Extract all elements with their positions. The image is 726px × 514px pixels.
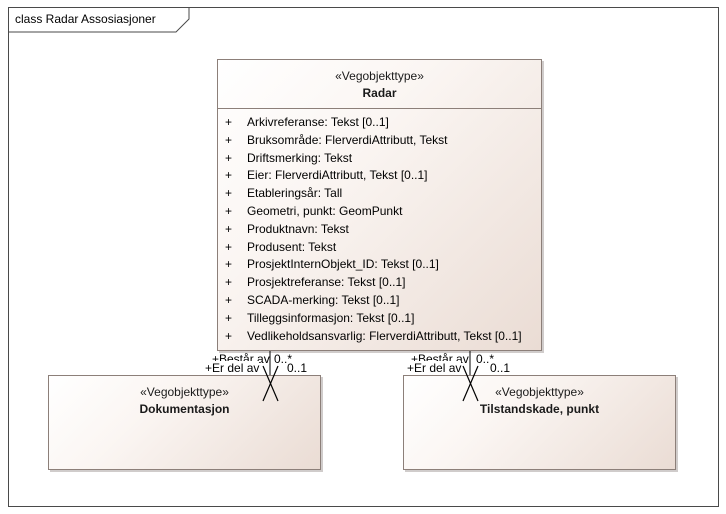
attribute-visibility: + bbox=[225, 292, 233, 307]
attribute-text: Produktnavn: Tekst bbox=[247, 221, 349, 236]
attribute-text: Prosjektreferanse: Tekst [0..1] bbox=[247, 275, 406, 290]
attribute-visibility: + bbox=[225, 150, 233, 165]
class-attribute[interactable]: + Driftsmerking: Tekst bbox=[218, 151, 541, 169]
attribute-visibility: + bbox=[225, 203, 233, 218]
attribute-visibility: + bbox=[225, 115, 233, 129]
attribute-text: Eier: FlerverdiAttributt, Tekst [0..1] bbox=[247, 168, 428, 183]
association-1-target-multiplicity: 0..1 bbox=[287, 361, 308, 375]
class-radar[interactable]: «Vegobjekttype» Radar + Arkivreferanse: T… bbox=[217, 59, 542, 351]
attribute-visibility: + bbox=[225, 275, 233, 290]
class-attribute[interactable]: + Tilleggsinformasjon: Tekst [0..1] bbox=[218, 311, 541, 329]
class-attribute[interactable]: + Etableringsår: Tall bbox=[218, 186, 541, 204]
attribute-visibility: + bbox=[225, 239, 233, 254]
association-2-target-multiplicity: 0..1 bbox=[490, 361, 511, 375]
class-attribute[interactable]: + Geometri, punkt: GeomPunkt bbox=[218, 204, 541, 222]
class-radar-stereotype: «Vegobjekttype» bbox=[335, 69, 424, 83]
class-dokumentasjon-stereotype: «Vegobjekttype» bbox=[140, 385, 229, 399]
attribute-visibility: + bbox=[225, 310, 233, 325]
attribute-text: Vedlikeholdsansvarlig: FlerverdiAttribut… bbox=[247, 328, 522, 343]
attribute-text: Arkivreferanse: Tekst [0..1] bbox=[247, 115, 389, 129]
class-attribute[interactable]: + Arkivreferanse: Tekst [0..1] bbox=[218, 115, 541, 133]
class-radar-header: «Vegobjekttype» Radar bbox=[218, 60, 541, 109]
class-radar-name: Radar bbox=[362, 86, 397, 100]
attribute-text: ProsjektInternObjekt_ID: Tekst [0..1] bbox=[247, 257, 439, 272]
attribute-text: Bruksområde: FlerverdiAttributt, Tekst bbox=[247, 132, 448, 147]
class-attribute[interactable]: + SCADA-merking: Tekst [0..1] bbox=[218, 293, 541, 311]
class-dokumentasjon[interactable]: «Vegobjekttype» Dokumentasjon bbox=[48, 375, 321, 470]
class-attribute[interactable]: + Produktnavn: Tekst bbox=[218, 222, 541, 240]
attribute-visibility: + bbox=[225, 257, 233, 272]
class-tilstandskade-stereotype: «Vegobjekttype» bbox=[495, 385, 584, 399]
attribute-text: Driftsmerking: Tekst bbox=[247, 150, 353, 165]
attribute-text: Tilleggsinformasjon: Tekst [0..1] bbox=[247, 310, 415, 325]
class-tilstandskade-name: Tilstandskade, punkt bbox=[479, 402, 600, 416]
class-attribute[interactable]: + ProsjektInternObjekt_ID: Tekst [0..1] bbox=[218, 257, 541, 275]
attribute-text: Produsent: Tekst bbox=[247, 239, 337, 254]
attribute-visibility: + bbox=[225, 186, 233, 201]
association-1-target-role: +Er del av bbox=[205, 361, 260, 375]
attribute-visibility: + bbox=[225, 328, 233, 343]
class-dokumentasjon-name: Dokumentasjon bbox=[139, 402, 230, 416]
attribute-text: SCADA-merking: Tekst [0..1] bbox=[247, 292, 400, 307]
class-attribute[interactable]: + Eier: FlerverdiAttributt, Tekst [0..1] bbox=[218, 168, 541, 186]
diagram-frame bbox=[8, 7, 719, 507]
attribute-visibility: + bbox=[225, 168, 233, 183]
attribute-text: Geometri, punkt: GeomPunkt bbox=[247, 203, 403, 218]
association-2-source-multiplicity: 0..* bbox=[476, 352, 495, 366]
association-2-target-role: +Er del av bbox=[407, 361, 462, 375]
attribute-visibility: + bbox=[225, 132, 233, 147]
non-navigable-x-icon bbox=[462, 365, 479, 402]
class-tilstandskade[interactable]: «Vegobjekttype» Tilstandskade, punkt bbox=[403, 375, 676, 470]
class-attribute[interactable]: + Prosjektreferanse: Tekst [0..1] bbox=[218, 275, 541, 293]
attribute-text: Etableringsår: Tall bbox=[247, 186, 343, 201]
non-navigable-x-icon bbox=[262, 365, 279, 402]
class-attribute[interactable]: + Bruksområde: FlerverdiAttributt, Tekst bbox=[218, 133, 541, 151]
class-radar-attributes: + Arkivreferanse: Tekst [0..1] + Bruksområd… bbox=[218, 115, 541, 346]
diagram-title: class Radar Assosiasjoner bbox=[15, 12, 156, 26]
attribute-visibility: + bbox=[225, 221, 233, 236]
class-attribute[interactable]: + Vedlikeholdsansvarlig: FlerverdiAttribu… bbox=[218, 329, 541, 347]
class-attribute[interactable]: + Produsent: Tekst bbox=[218, 240, 541, 258]
